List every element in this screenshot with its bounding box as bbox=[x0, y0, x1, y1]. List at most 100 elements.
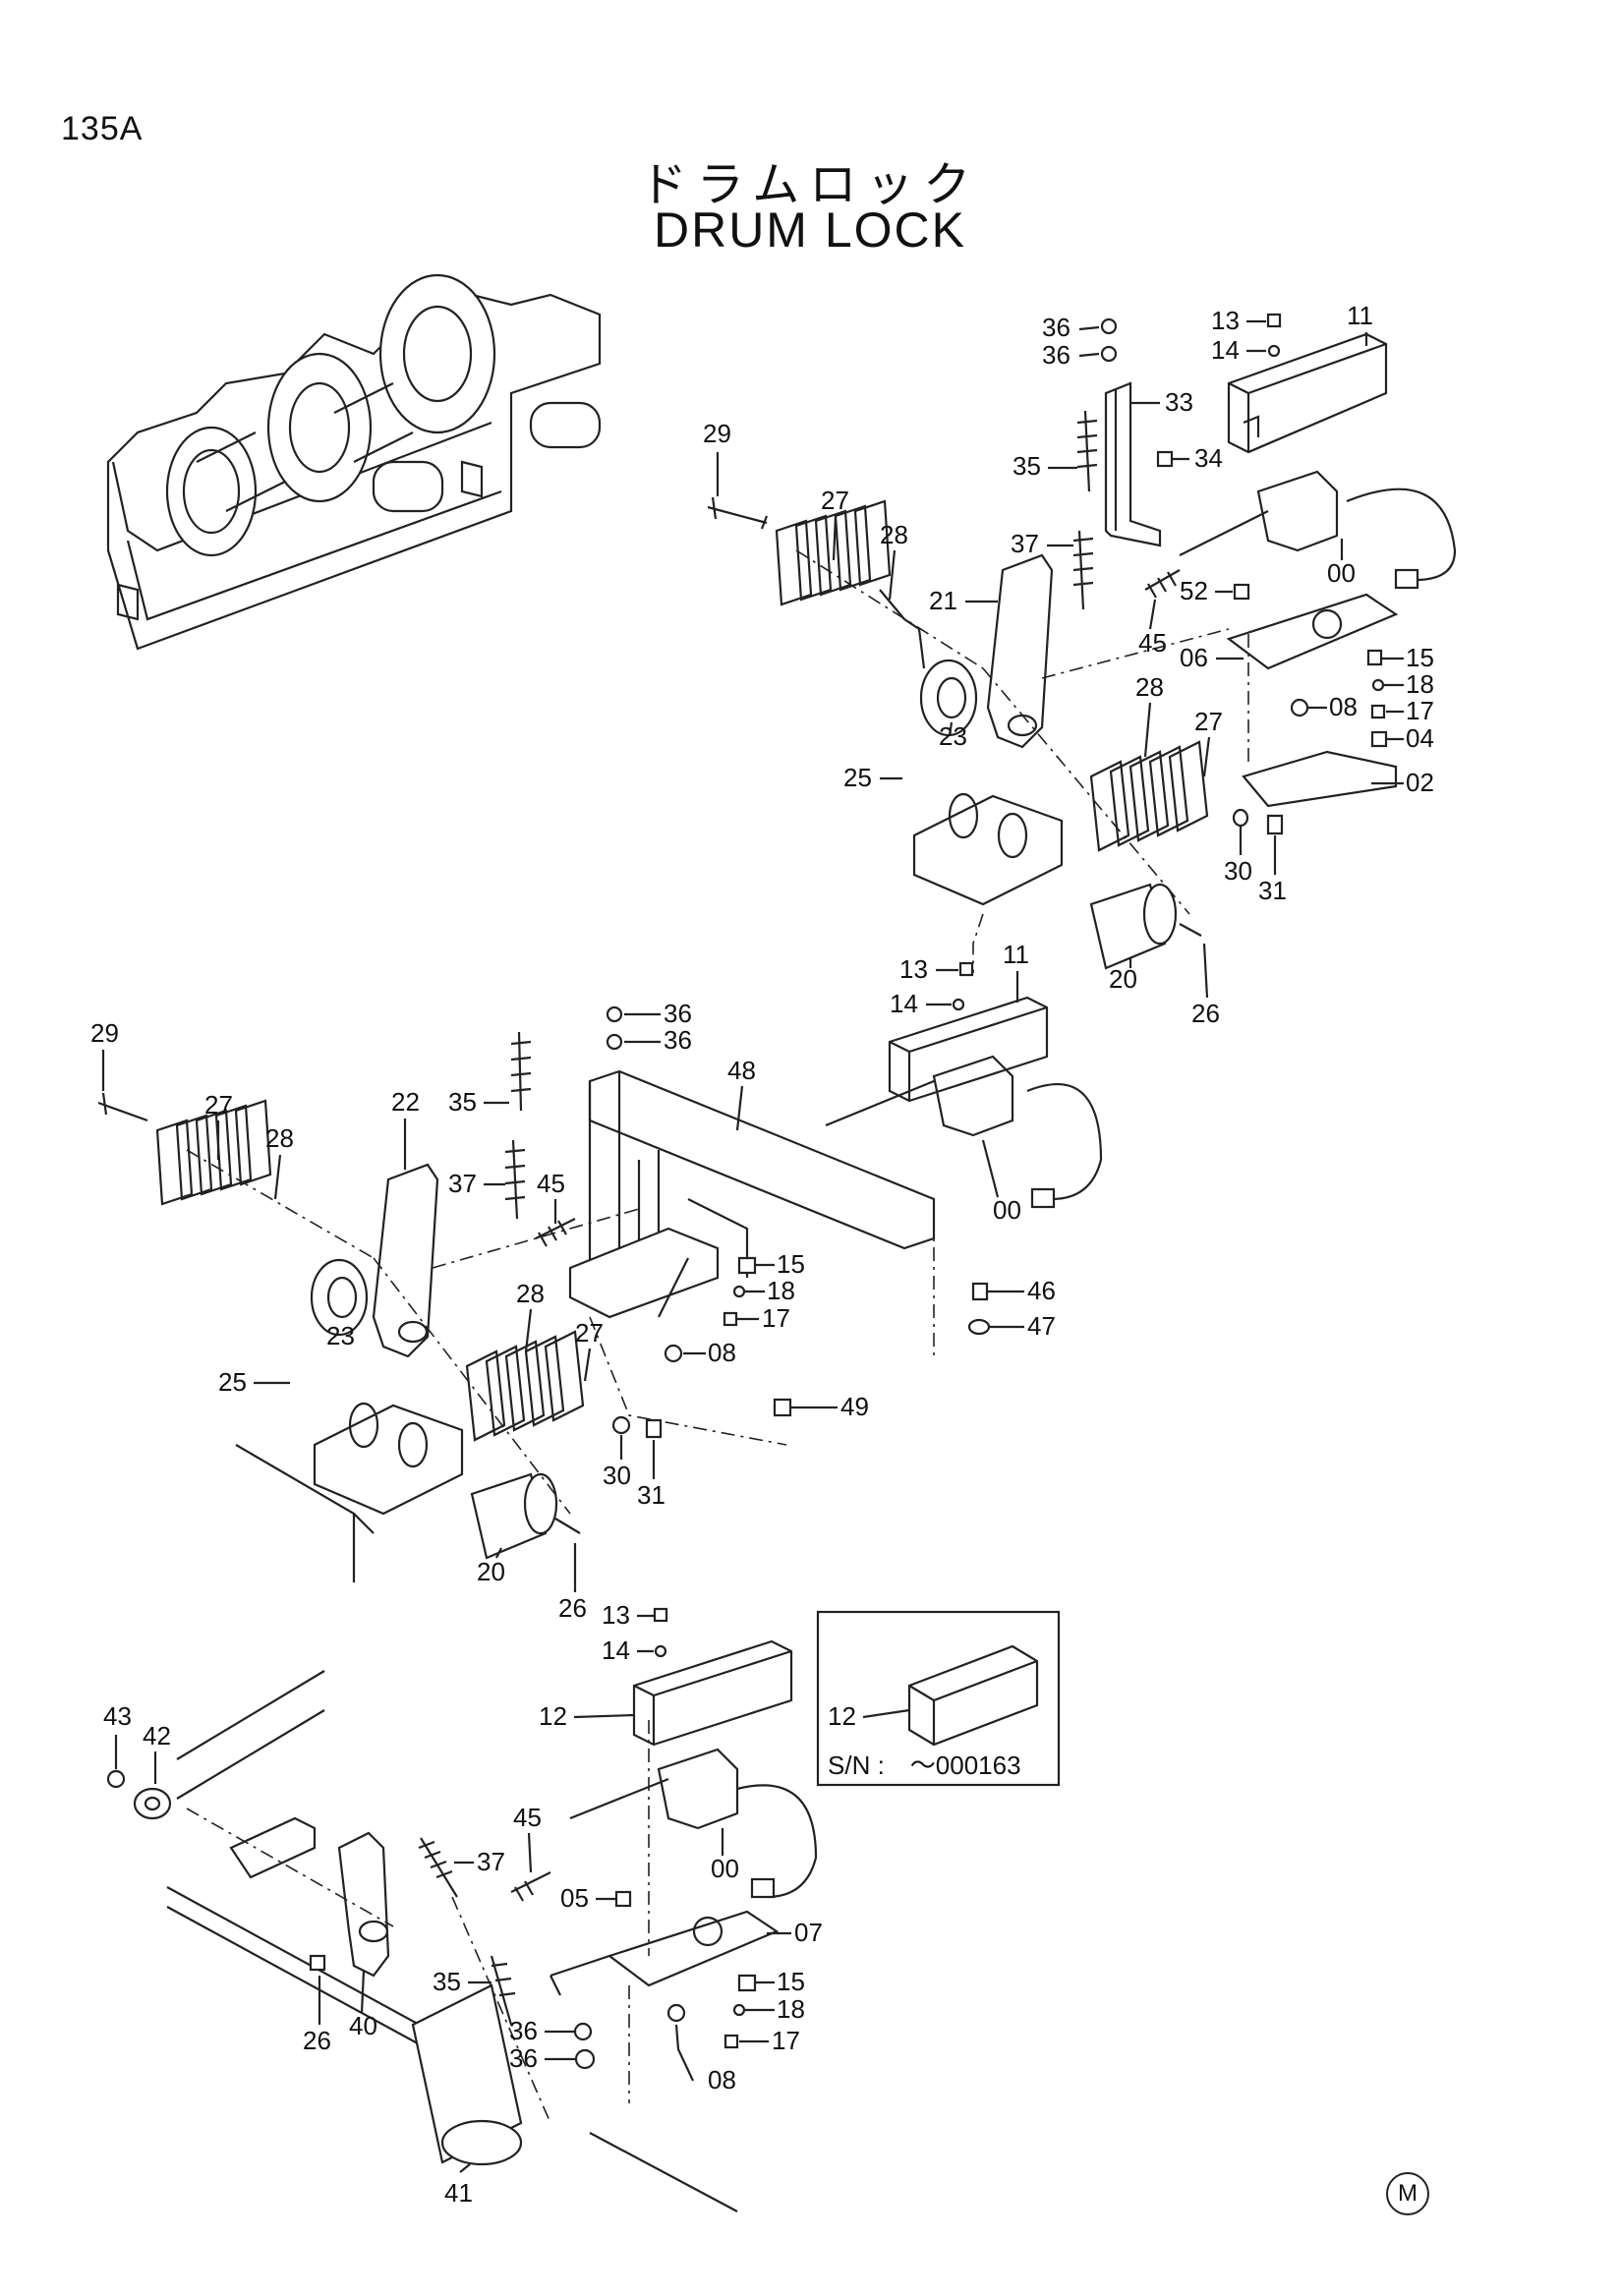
svg-text:14: 14 bbox=[602, 1636, 630, 1665]
svg-text:26: 26 bbox=[558, 1593, 587, 1623]
svg-text:17: 17 bbox=[772, 2026, 800, 2055]
svg-text:14: 14 bbox=[890, 989, 918, 1018]
svg-text:37: 37 bbox=[448, 1169, 477, 1198]
svg-text:26: 26 bbox=[1191, 999, 1220, 1028]
callouts: 36 36 13 14 11 33 29 35 34 27 28 37 00 5… bbox=[90, 301, 1434, 2208]
callout-c76: 26 bbox=[303, 1954, 331, 2055]
svg-text:52: 52 bbox=[1180, 576, 1208, 605]
svg-text:26: 26 bbox=[303, 2026, 331, 2055]
svg-text:29: 29 bbox=[90, 1018, 119, 1048]
callout-c66: 45 bbox=[513, 1803, 542, 1873]
callout-c36: 36 bbox=[606, 1025, 692, 1055]
svg-text:18: 18 bbox=[1406, 669, 1434, 699]
callout-c47: 18 bbox=[732, 1276, 795, 1305]
callout-c57: 30 bbox=[603, 1415, 631, 1490]
callout-c16: 45 bbox=[1138, 599, 1167, 658]
svg-text:28: 28 bbox=[880, 520, 908, 549]
svg-text:30: 30 bbox=[1224, 856, 1252, 886]
callout-c30: 20 bbox=[1109, 958, 1137, 994]
callout-c23: 27 bbox=[1194, 707, 1223, 777]
svg-text:36: 36 bbox=[664, 1025, 692, 1055]
svg-text:14: 14 bbox=[1211, 335, 1240, 365]
svg-text:31: 31 bbox=[637, 1480, 665, 1510]
callout-c67: 37 bbox=[454, 1847, 505, 1876]
callout-c29: 31 bbox=[1258, 814, 1287, 905]
svg-text:36: 36 bbox=[509, 2016, 538, 2045]
svg-text:15: 15 bbox=[777, 1249, 805, 1279]
svg-text:33: 33 bbox=[1165, 387, 1193, 417]
svg-text:42: 42 bbox=[143, 1721, 171, 1751]
callout-c38: 48 bbox=[727, 1056, 756, 1131]
svg-text:12: 12 bbox=[539, 1701, 567, 1731]
svg-text:31: 31 bbox=[1258, 876, 1287, 905]
callout-c32: 13 bbox=[899, 954, 974, 984]
svg-text:11: 11 bbox=[1347, 301, 1373, 330]
svg-text:13: 13 bbox=[602, 1600, 630, 1630]
svg-text:15: 15 bbox=[1406, 643, 1434, 672]
callout-c60: 26 bbox=[558, 1543, 587, 1623]
callout-c28: 30 bbox=[1224, 808, 1252, 886]
callout-c45: 00 bbox=[981, 1139, 1021, 1225]
svg-text:21: 21 bbox=[929, 586, 957, 615]
callout-c26: 02 bbox=[1371, 768, 1434, 797]
svg-text:22: 22 bbox=[391, 1087, 420, 1117]
callout-c78: 36 bbox=[509, 2043, 596, 2073]
callout-c49: 46 bbox=[971, 1276, 1056, 1305]
svg-text:36: 36 bbox=[1042, 340, 1070, 370]
callout-c64: 43 bbox=[103, 1701, 132, 1789]
svg-text:27: 27 bbox=[575, 1318, 604, 1348]
callout-c4: 14 bbox=[1211, 335, 1281, 365]
callout-c6: 33 bbox=[1130, 387, 1193, 417]
callout-c10: 27 bbox=[821, 486, 849, 561]
callout-c68: 00 bbox=[711, 1828, 739, 1883]
svg-text:20: 20 bbox=[477, 1557, 505, 1586]
svg-text:48: 48 bbox=[727, 1056, 756, 1085]
callout-c33: 11 bbox=[1003, 940, 1029, 1003]
svg-text:35: 35 bbox=[1012, 451, 1041, 481]
callout-c18: 15 bbox=[1366, 643, 1434, 672]
svg-text:28: 28 bbox=[265, 1123, 294, 1153]
callout-c53: 27 bbox=[575, 1318, 604, 1382]
callout-c77: 40 bbox=[349, 1970, 377, 2040]
svg-text:08: 08 bbox=[708, 2065, 736, 2095]
callout-c52: 28 bbox=[516, 1279, 545, 1352]
callout-c46: 15 bbox=[737, 1249, 805, 1279]
callout-c3: 13 bbox=[1211, 306, 1282, 335]
callout-c59: 20 bbox=[477, 1547, 505, 1586]
callout-c7: 29 bbox=[703, 419, 731, 496]
callout-c79: 08 bbox=[666, 2003, 736, 2095]
svg-text:23: 23 bbox=[326, 1321, 355, 1350]
lower-assembly bbox=[133, 1610, 1061, 2212]
callout-c51: 23 bbox=[326, 1321, 355, 1350]
svg-text:45: 45 bbox=[1138, 628, 1167, 658]
svg-text:05: 05 bbox=[560, 1883, 589, 1913]
svg-text:17: 17 bbox=[1406, 696, 1434, 725]
middle-assembly bbox=[97, 996, 1103, 1582]
callout-c27: 25 bbox=[843, 763, 902, 792]
callout-c14: 52 bbox=[1180, 576, 1250, 605]
svg-text:28: 28 bbox=[516, 1279, 545, 1308]
callout-c37: 29 bbox=[90, 1018, 119, 1091]
svg-text:25: 25 bbox=[843, 763, 872, 792]
callout-c80: 41 bbox=[444, 2163, 473, 2208]
svg-text:08: 08 bbox=[708, 1338, 736, 1367]
callout-c56: 49 bbox=[773, 1392, 869, 1421]
callout-c21: 08 bbox=[1290, 692, 1358, 721]
svg-text:27: 27 bbox=[204, 1090, 233, 1119]
svg-text:11: 11 bbox=[1003, 940, 1029, 969]
svg-text:20: 20 bbox=[1109, 964, 1137, 994]
callout-c73: 18 bbox=[732, 1994, 805, 2024]
svg-text:37: 37 bbox=[477, 1847, 505, 1876]
svg-text:35: 35 bbox=[448, 1087, 477, 1117]
callout-c15: 21 bbox=[929, 586, 998, 615]
svg-text:36: 36 bbox=[1042, 313, 1070, 342]
svg-text:36: 36 bbox=[509, 2043, 538, 2073]
callout-c17: 06 bbox=[1180, 643, 1244, 672]
svg-text:49: 49 bbox=[840, 1392, 869, 1421]
callout-c63: 12 bbox=[539, 1701, 635, 1731]
callout-inset-part: 12 bbox=[828, 1701, 910, 1731]
svg-text:18: 18 bbox=[777, 1994, 805, 2024]
svg-text:13: 13 bbox=[1211, 306, 1240, 335]
callout-c54: 08 bbox=[664, 1338, 736, 1367]
